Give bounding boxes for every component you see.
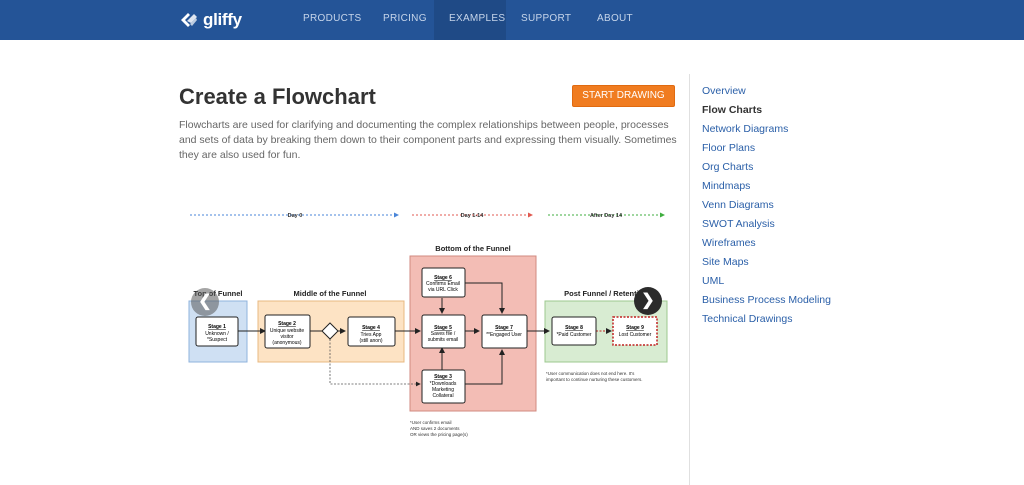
- nav-pricing[interactable]: PRICING: [383, 13, 427, 24]
- stage-1-title: Stage 1: [208, 324, 226, 330]
- stage-8-line-1: *Paid Customer: [556, 332, 591, 338]
- group-top-label: Top of Funnel: [193, 289, 242, 298]
- group-middle-label: Middle of the Funnel: [294, 289, 367, 298]
- stage-2-node: [264, 314, 311, 349]
- timeline-day1-14-label: Day 1-14: [461, 213, 485, 219]
- flowchart-svg: Day 0 Day 1-14 After Day 14 Top of Funne…: [188, 212, 668, 437]
- stage-1-line-2: *Suspect: [207, 337, 228, 343]
- stage-3-line-2: Marketing: [432, 387, 454, 393]
- stage-3-node: [421, 369, 466, 404]
- group-bottom-label: Bottom of the Funnel: [435, 244, 510, 253]
- timeline-day0-label: Day 0: [288, 213, 303, 219]
- sidebar-item-venn-diagrams[interactable]: Venn Diagrams: [702, 199, 774, 211]
- stage-5-node: [421, 314, 466, 349]
- stage-2-line-1: Unique website: [270, 328, 304, 334]
- post-funnel-note-line-1: *User communication does not end here. I…: [546, 371, 635, 376]
- start-drawing-button[interactable]: START DRAWING: [572, 85, 675, 107]
- carousel-prev-button[interactable]: ❮: [191, 288, 219, 316]
- engaged-note-line-2: AND saves 2 documents: [410, 426, 460, 431]
- sidebar-item-site-maps[interactable]: Site Maps: [702, 256, 749, 268]
- stage-1-node: [195, 316, 239, 347]
- sidebar-item-swot-analysis[interactable]: SWOT Analysis: [702, 218, 775, 230]
- post-funnel-note-line-2: important to continue nurturing these cu…: [546, 377, 643, 382]
- engaged-note-line-3: OR views the pricing page(s): [410, 432, 468, 437]
- gliffy-logo[interactable]: gliffy: [178, 8, 242, 32]
- stage-7-line-1: **Engaged User: [486, 332, 522, 338]
- sidebar-item-floor-plans[interactable]: Floor Plans: [702, 142, 756, 154]
- stage-6-line-1: Confirms Email: [426, 281, 460, 287]
- sidebar-item-mindmaps[interactable]: Mindmaps: [702, 180, 751, 192]
- nav-products[interactable]: PRODUCTS: [303, 13, 362, 24]
- sidebar-item-network-diagrams[interactable]: Network Diagrams: [702, 123, 789, 135]
- page-title: Create a Flowchart: [179, 84, 376, 109]
- sidebar-item-flow-charts[interactable]: Flow Charts: [702, 104, 763, 116]
- sidebar-item-business-process-modeling[interactable]: Business Process Modeling: [702, 294, 831, 306]
- brand-name: gliffy: [203, 10, 242, 29]
- edge-s3-s7: [465, 349, 505, 385]
- examples-sidebar: Overview Flow Charts Network Diagrams Fl…: [689, 74, 1024, 485]
- stage-3-title: Stage 3: [434, 374, 452, 380]
- timeline-after14-label: After Day 14: [590, 213, 623, 219]
- nav-examples[interactable]: EXAMPLES: [434, 0, 506, 40]
- main-nav: PRODUCTS PRICING EXAMPLES SUPPORT ABOUT: [288, 0, 652, 40]
- stage-3-line-1: *Downloads: [430, 381, 457, 387]
- stage-2-line-3: (anonymous): [272, 340, 302, 346]
- sidebar-item-uml[interactable]: UML: [702, 275, 725, 287]
- stage-7-node: [481, 314, 528, 349]
- engaged-note-line-1: *User confirms email: [410, 420, 452, 425]
- stage-2-line-2: visitor: [280, 334, 293, 340]
- stage-7-title: Stage 7: [495, 325, 513, 331]
- nav-about[interactable]: ABOUT: [597, 13, 633, 24]
- stage-4-line-2: (still anon): [359, 338, 382, 344]
- stage-3-line-3: Collateral: [432, 393, 453, 399]
- stage-9-title: Stage 9: [626, 325, 644, 331]
- carousel-next-button[interactable]: ❯: [634, 287, 662, 315]
- stage-4-line-1: Tries App: [361, 332, 382, 338]
- stage-2-title: Stage 2: [278, 321, 296, 327]
- stage-9-node: [612, 316, 658, 346]
- sidebar-item-wireframes[interactable]: Wireframes: [702, 237, 756, 249]
- stage-4-title: Stage 4: [362, 325, 380, 331]
- decision-diamond: [321, 322, 339, 340]
- top-navbar: gliffy PRODUCTS PRICING EXAMPLES SUPPORT…: [0, 0, 1024, 40]
- nav-support[interactable]: SUPPORT: [521, 13, 572, 24]
- gliffy-logo-icon: [181, 13, 197, 27]
- stage-6-node: [421, 267, 466, 298]
- stage-5-line-2: submits email: [428, 337, 459, 343]
- sidebar-item-org-charts[interactable]: Org Charts: [702, 161, 754, 173]
- stage-8-title: Stage 8: [565, 325, 583, 331]
- edge-s6-s7: [465, 282, 505, 314]
- stage-5-title: Stage 5: [434, 325, 452, 331]
- stage-6-line-2: via URL Click: [428, 287, 458, 293]
- stage-4-node: [347, 316, 396, 347]
- stage-9-line-1: Lost Customer: [619, 332, 652, 338]
- stage-8-node: [551, 316, 597, 346]
- edge-decision-s3: [329, 339, 421, 387]
- sidebar-item-overview[interactable]: Overview: [702, 85, 746, 97]
- stage-5-line-1: Saves file /: [431, 331, 456, 337]
- stage-1-line-1: Unknown /: [205, 331, 229, 337]
- flowchart-example-image: Day 0 Day 1-14 After Day 14 Top of Funne…: [182, 205, 672, 445]
- sidebar-item-technical-drawings[interactable]: Technical Drawings: [702, 313, 793, 325]
- group-post-label: Post Funnel / Retention: [564, 289, 648, 298]
- stage-6-title: Stage 6: [434, 275, 452, 281]
- page-description: Flowcharts are used for clarifying and d…: [179, 119, 677, 161]
